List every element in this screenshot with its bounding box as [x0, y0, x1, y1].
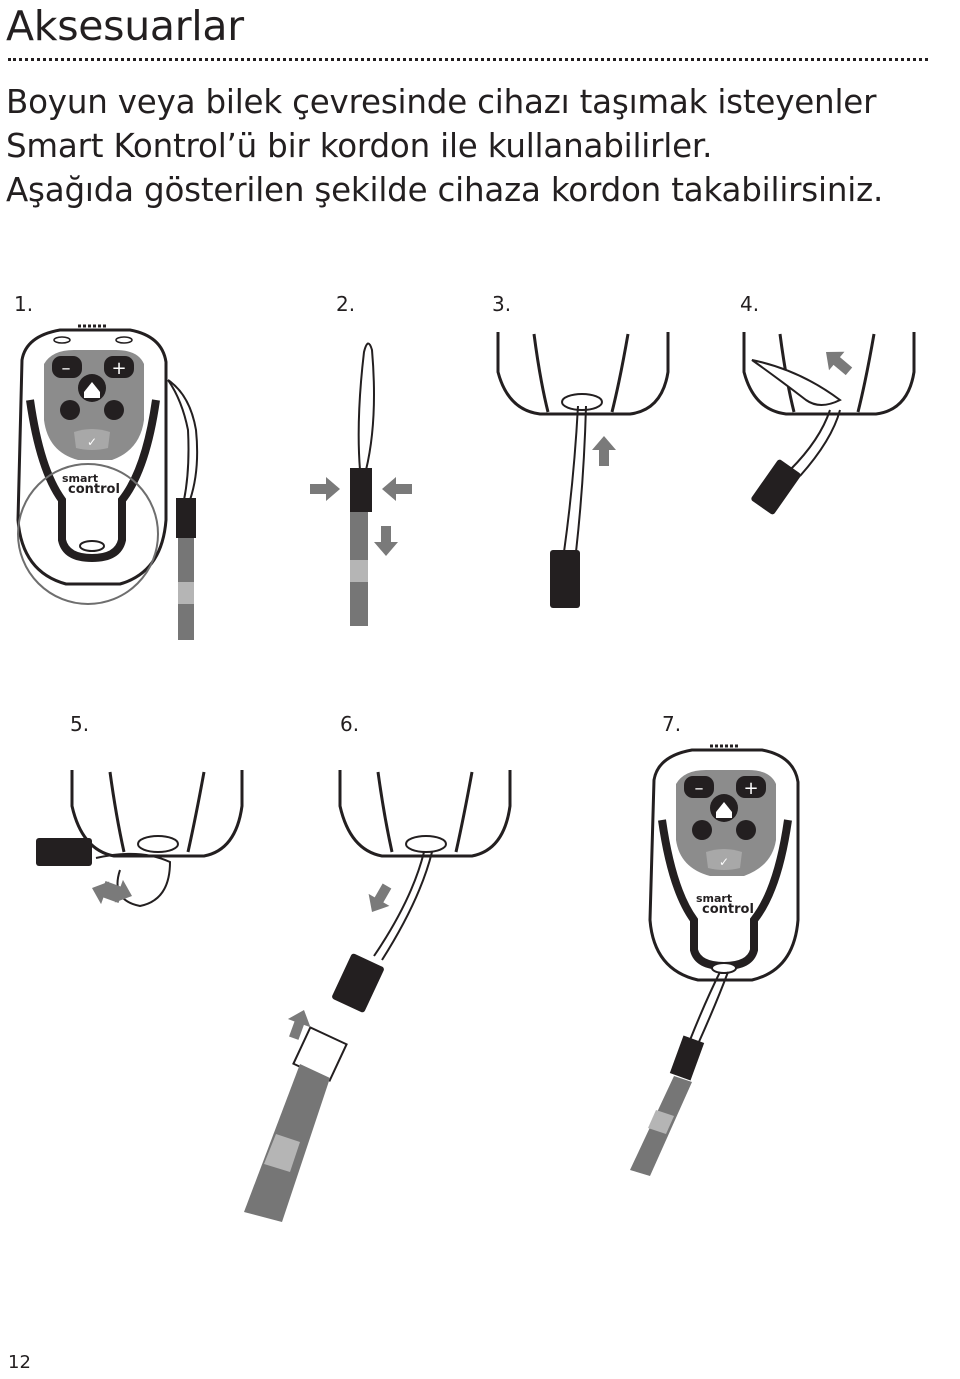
svg-text:control: control — [702, 902, 754, 917]
svg-text:✓: ✓ — [87, 435, 97, 449]
svg-text:✓: ✓ — [719, 855, 729, 869]
step-3-number: 3. — [492, 292, 512, 316]
intro-line-2: Smart Kontrol’ü bir kordon ile kullanabi… — [6, 127, 713, 165]
step-6-number: 6. — [340, 712, 360, 736]
step-4-number: 4. — [740, 292, 760, 316]
step-2-figure — [310, 342, 412, 626]
svg-text:control: control — [68, 482, 120, 497]
step-4-figure — [742, 332, 916, 515]
intro-line-3: Aşağıda gösterilen şekilde cihaza kordon… — [6, 171, 884, 209]
intro-line-1: Boyun veya bilek çevresinde cihazı taşım… — [6, 83, 877, 121]
step-3-figure — [496, 332, 670, 608]
dotted-divider — [8, 58, 928, 61]
page-heading: Aksesuarlar — [6, 2, 244, 50]
svg-text:smart: smart — [696, 892, 732, 905]
svg-text:+: + — [111, 358, 126, 379]
svg-text:smart: smart — [62, 472, 98, 485]
step-1-figure: – + ✓ smart control — [16, 324, 199, 640]
intro-text: Boyun veya bilek çevresinde cihazı taşım… — [6, 80, 956, 212]
step-7-number: 7. — [662, 712, 682, 736]
step-7-figure: – + ✓ smart control — [630, 744, 800, 1176]
step-6-figure — [244, 770, 512, 1222]
step-5-figure — [36, 770, 244, 910]
step-1-number: 1. — [14, 292, 34, 316]
svg-text:–: – — [62, 358, 71, 379]
step-5-number: 5. — [70, 712, 90, 736]
step-2-number: 2. — [336, 292, 356, 316]
svg-text:–: – — [695, 778, 704, 799]
page-number: 12 — [8, 1352, 31, 1373]
svg-text:+: + — [743, 778, 758, 799]
